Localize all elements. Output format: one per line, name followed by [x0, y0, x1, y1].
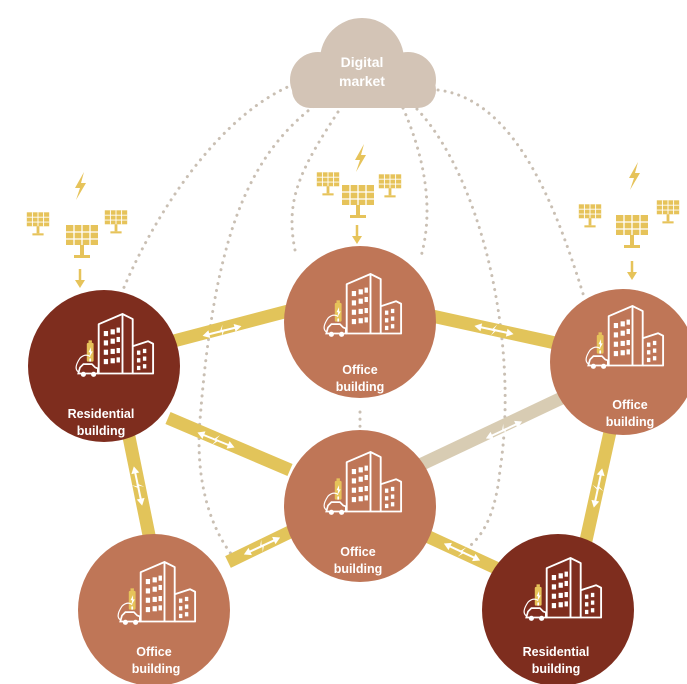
- node-office-top-center: Office building: [284, 246, 436, 398]
- node-label-line1: Office: [136, 645, 171, 659]
- node-office-right: Office building: [550, 289, 687, 435]
- node-label-line2: building: [606, 415, 655, 429]
- node-label-line1: Residential: [523, 645, 590, 659]
- node-label-line1: Office: [340, 545, 375, 559]
- node-label-line2: building: [334, 562, 383, 576]
- node-label-line1: Office: [342, 363, 377, 377]
- market-links: [116, 80, 587, 562]
- node-label-line2: building: [532, 662, 581, 676]
- node-label-line1: Office: [612, 398, 647, 412]
- node-label-line2: building: [77, 424, 126, 438]
- cloud-icon: [290, 18, 436, 108]
- solar-array-left: [26, 172, 128, 290]
- node-residential-left: Residential building: [28, 290, 180, 442]
- node-label-line2: building: [132, 662, 181, 676]
- node-residential-bottom-right: Residential building: [482, 534, 634, 684]
- node-office-center: Office building: [284, 430, 436, 582]
- digital-market-cloud: Digital market: [290, 18, 436, 108]
- market-label-line1: Digital: [341, 54, 384, 70]
- node-label-line1: Residential: [68, 407, 135, 421]
- solar-array-center: [316, 144, 402, 246]
- solar-array-right: [578, 162, 680, 282]
- node-label-line2: building: [336, 380, 385, 394]
- market-label-line2: market: [339, 73, 385, 89]
- node-office-bottom-left: Office building: [78, 534, 230, 684]
